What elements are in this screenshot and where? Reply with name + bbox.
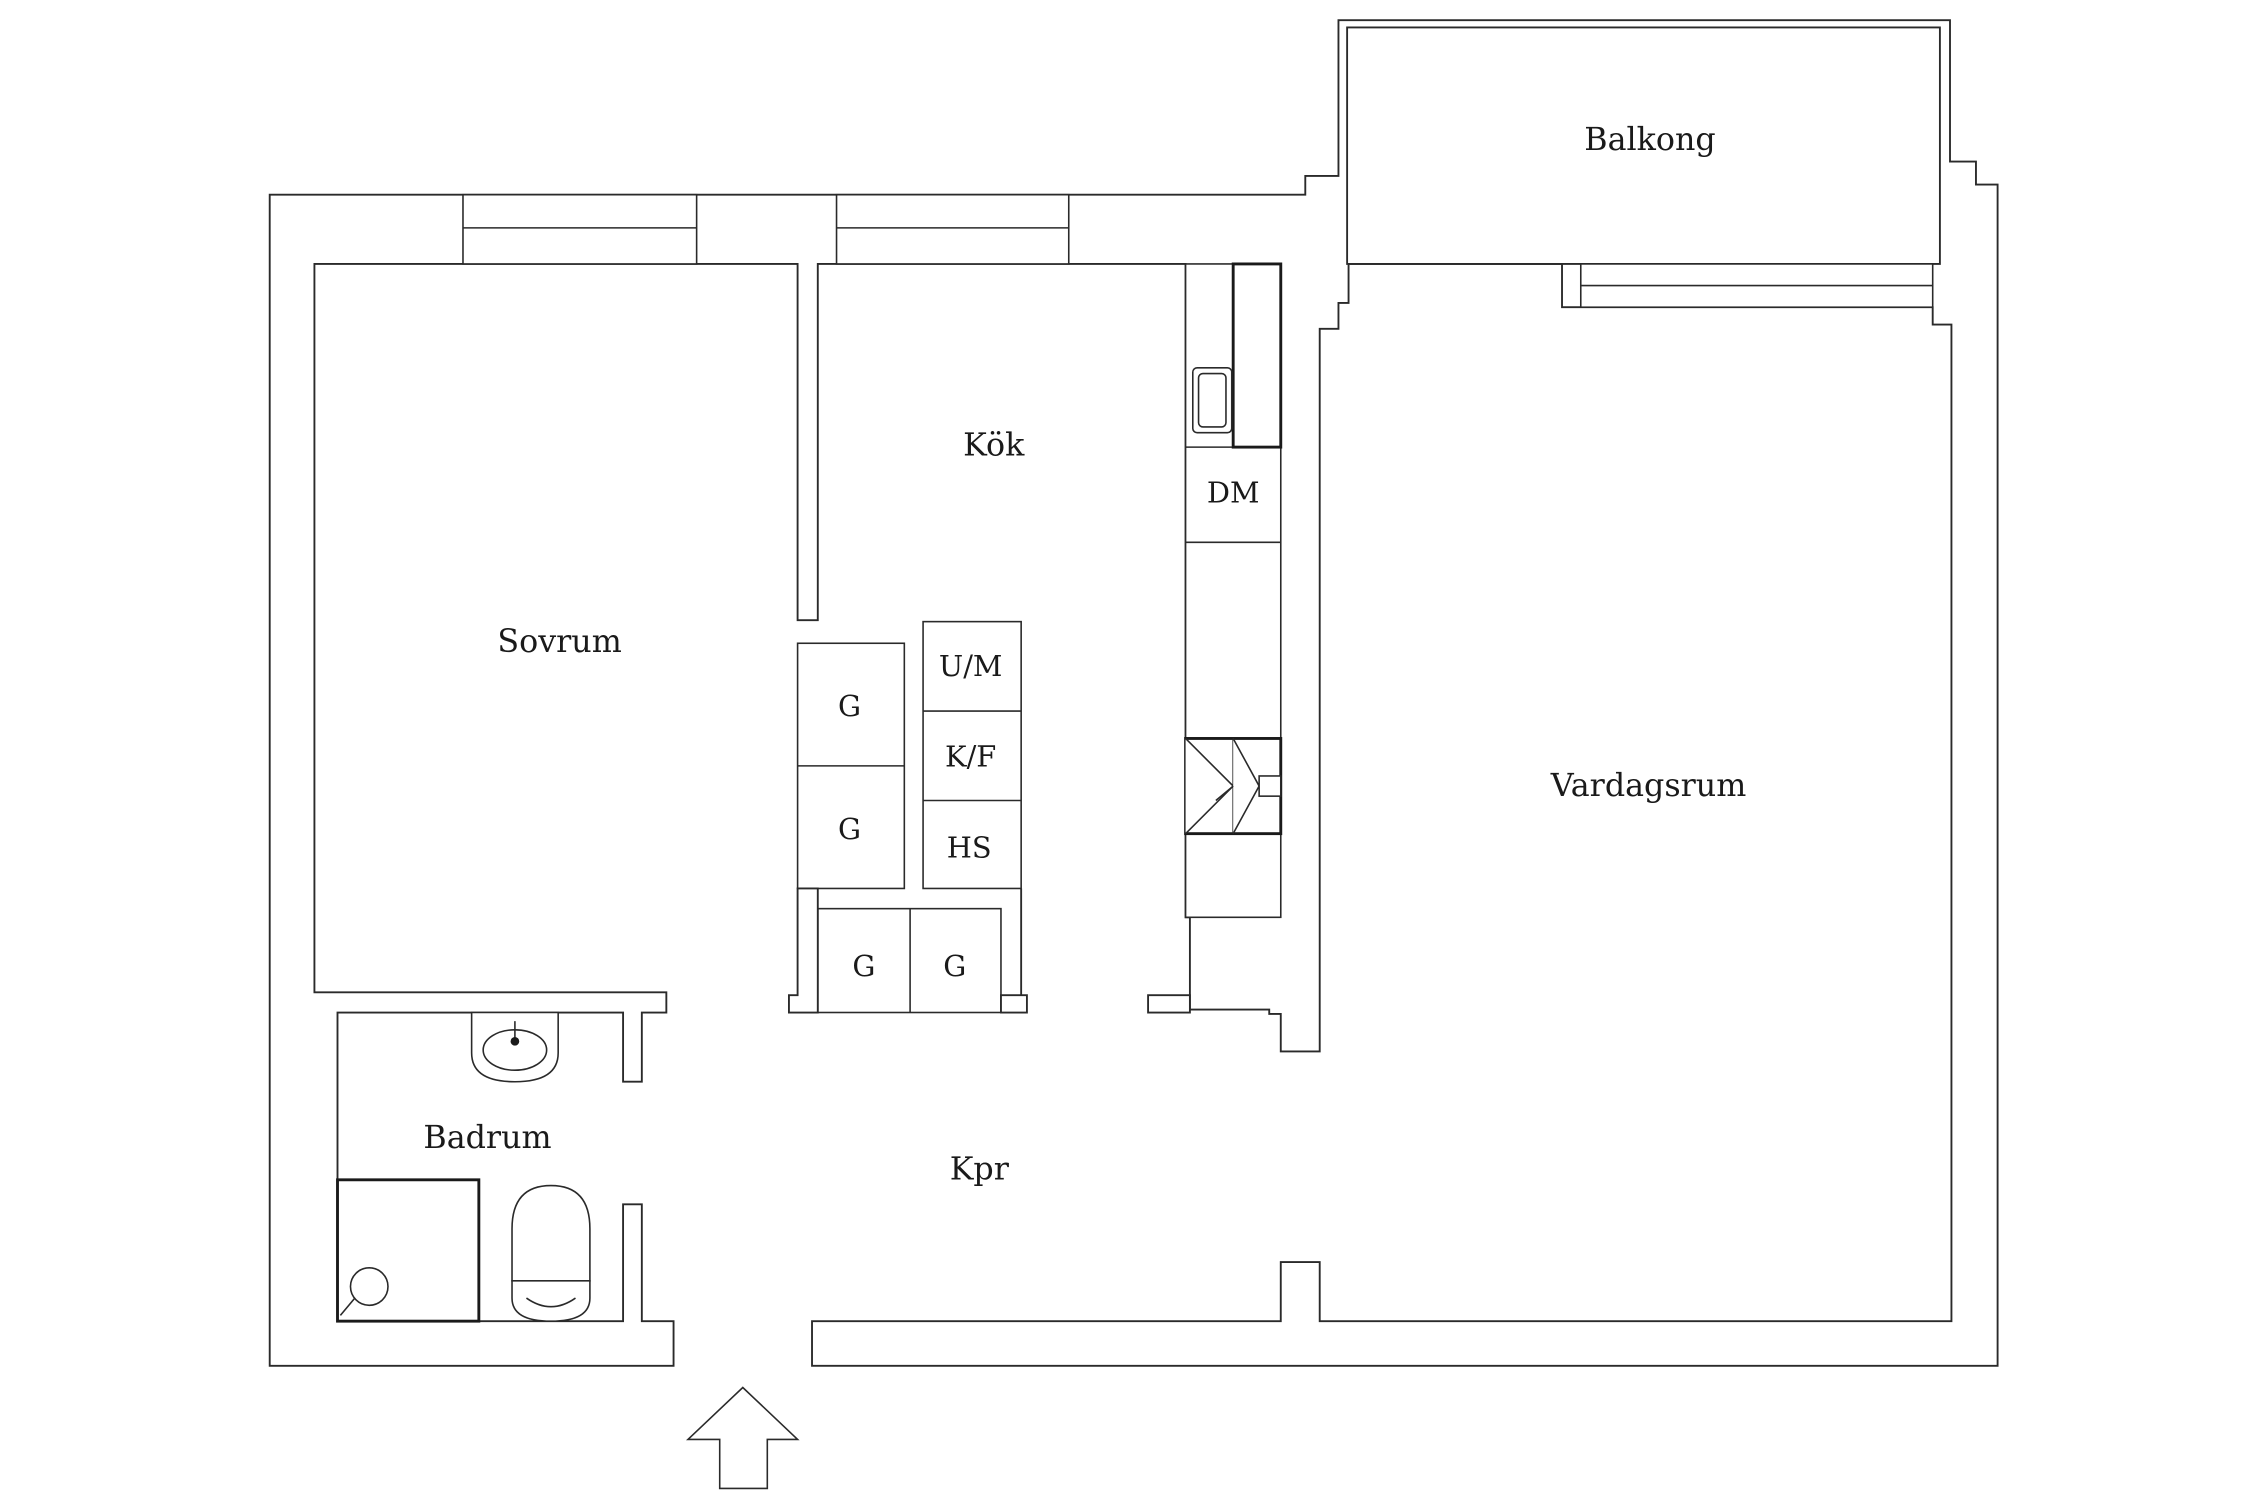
- fixture-label-hs: HS: [947, 831, 992, 865]
- kitchen-sink-icon: [1191, 366, 1233, 434]
- room-label-kpr: Kpr: [950, 1152, 1010, 1188]
- window-sovrum: [462, 193, 698, 265]
- washbasin-icon: [470, 1011, 559, 1083]
- room-label-kok: Kök: [963, 428, 1025, 464]
- fixture-label-g1: G: [838, 689, 861, 723]
- entrance-arrow-icon: [685, 1386, 800, 1490]
- room-label-badrum: Badrum: [423, 1120, 551, 1156]
- shower-icon: [336, 1178, 481, 1323]
- stove-icon: [1184, 737, 1283, 836]
- kitchen-cabinets: [788, 620, 1191, 1014]
- room-label-balkong: Balkong: [1584, 122, 1715, 158]
- room-label-vardagsrum: Vardagsrum: [1550, 768, 1747, 804]
- toilet-icon: [511, 1184, 591, 1322]
- fixture-label-g2: G: [838, 812, 861, 846]
- fixture-label-g4: G: [943, 949, 966, 983]
- outer-walls: [268, 19, 1999, 1367]
- fixture-label-um: U/M: [939, 649, 1003, 683]
- windows: [462, 193, 1934, 309]
- window-kok: [835, 193, 1070, 265]
- room-label-sovrum: Sovrum: [497, 624, 621, 660]
- fixture-label-kf: K/F: [945, 740, 996, 774]
- kitchen-counter: [1184, 262, 1283, 919]
- fixture-label-g3: G: [852, 949, 875, 983]
- fixture-label-dm: DM: [1207, 476, 1260, 510]
